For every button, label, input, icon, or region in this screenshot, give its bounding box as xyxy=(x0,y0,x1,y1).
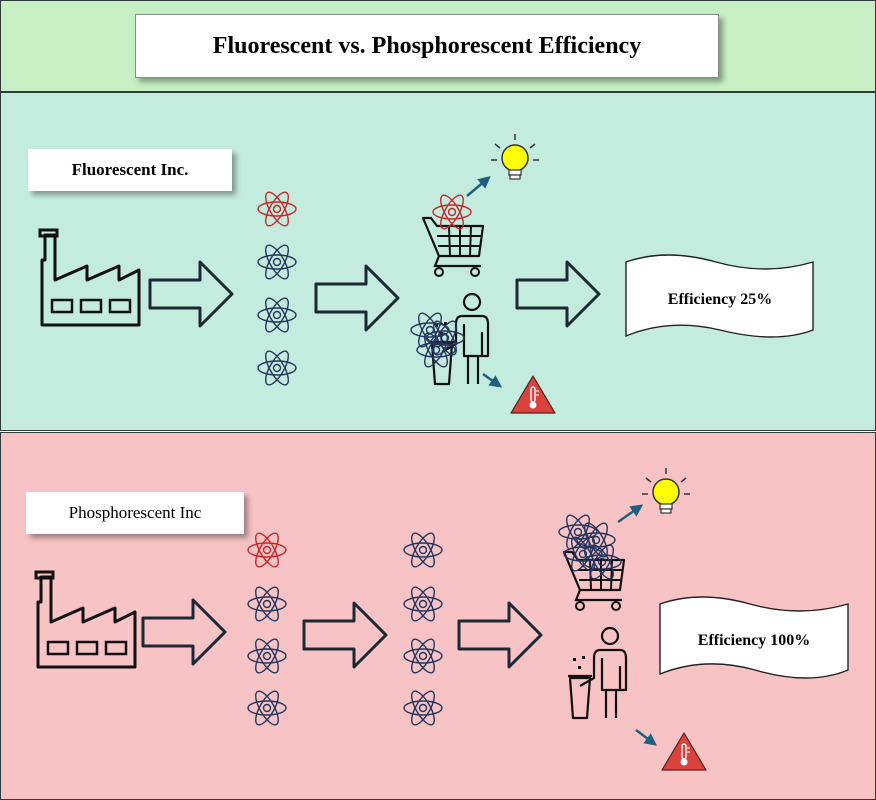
atom-icon xyxy=(403,687,443,729)
efficiency-banner xyxy=(625,254,814,338)
atom-icon xyxy=(257,294,297,336)
emission-arrow xyxy=(617,504,644,524)
process-arrow xyxy=(148,260,234,328)
atom-icon xyxy=(247,583,287,625)
light-bulb-icon xyxy=(641,467,691,514)
person-trash-icon xyxy=(566,626,628,720)
heat-arrow xyxy=(482,372,503,388)
thermometer-warning-icon xyxy=(510,375,556,414)
thermometer-warning-icon xyxy=(661,732,707,771)
process-arrow xyxy=(457,601,543,669)
emission-arrow xyxy=(466,175,491,197)
shopping-cart-icon xyxy=(421,216,485,278)
atom-icon xyxy=(247,635,287,677)
efficiency-banner xyxy=(659,596,849,679)
factory-icon xyxy=(38,228,141,327)
atom-icon xyxy=(403,635,443,677)
atom-column-initial xyxy=(247,529,287,729)
process-arrow xyxy=(141,598,227,666)
atom-icon xyxy=(257,188,297,230)
atom-icon xyxy=(247,687,287,729)
atom-icon xyxy=(403,583,443,625)
process-arrow xyxy=(314,264,400,332)
process-arrow xyxy=(302,601,388,669)
atom-icon xyxy=(257,347,297,389)
phosphorescent-efficiency-label: Efficiency 100% xyxy=(698,632,810,649)
fluorescent-company-label: Fluorescent Inc. xyxy=(28,149,232,191)
phosphorescent-company-label: Phosphorescent Inc xyxy=(26,492,244,534)
heat-arrow xyxy=(635,729,657,746)
page-title: Fluorescent vs. Phosphorescent Efficienc… xyxy=(135,14,719,78)
atom-icon xyxy=(403,529,443,571)
fluorescent-section xyxy=(0,92,876,431)
atom-column-converted xyxy=(403,529,443,729)
light-bulb-icon xyxy=(490,133,540,180)
atom-icon xyxy=(247,529,287,571)
atom-column xyxy=(257,188,297,389)
fluorescent-efficiency-label: Efficiency 25% xyxy=(668,291,772,308)
person-trash-icon xyxy=(428,292,490,386)
atom-icon xyxy=(257,241,297,283)
process-arrow xyxy=(515,260,601,328)
factory-icon xyxy=(34,570,137,669)
